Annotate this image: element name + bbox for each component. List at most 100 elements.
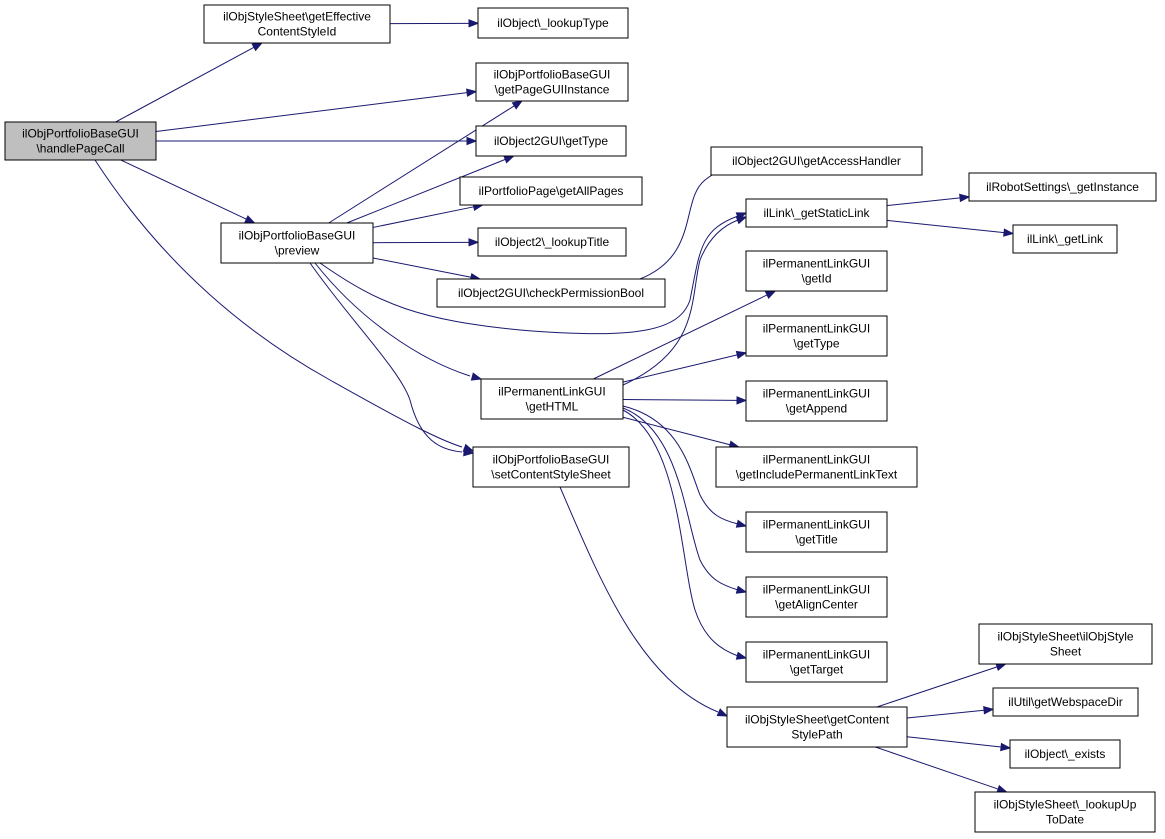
edge-getContentStylePath-to-ilObjStyleSheetCtor [876, 662, 1007, 708]
node-label-line: ilObject2GUI\checkPermissionBool [458, 286, 644, 300]
edge-getHTML-to-getIncludePermanentLinkText [622, 416, 741, 449]
edge-preview-to-getHTML [314, 262, 483, 381]
node-getTarget[interactable]: ilPermanentLinkGUI\getTarget [745, 641, 888, 683]
node-getHTML[interactable]: ilPermanentLinkGUI\getHTML [480, 378, 624, 420]
edge-preview-to-getPageGUIInstance [328, 100, 524, 224]
node-label-line: ilObject2GUI\getType [494, 134, 608, 148]
edge-line [346, 158, 506, 224]
node-label-line: ilObjPortfolioBaseGUI [494, 68, 611, 82]
edge-line [593, 294, 768, 380]
edge-line [876, 666, 998, 708]
edge-preview-to-lookupTitle [372, 238, 480, 247]
node-getId[interactable]: ilPermanentLinkGUI\getId [745, 250, 888, 292]
node-ilObjStyleSheetCtor[interactable]: ilObjStyleSheet\ilObjStyleSheet [978, 623, 1153, 665]
node-getAccessHandler[interactable]: ilObject2GUI\getAccessHandler [710, 146, 923, 176]
node-label-line: ilPortfolioPage\getAllPages [479, 184, 624, 198]
node-lookupType[interactable]: ilObject\_lookupType [477, 7, 629, 39]
node-getAllPages[interactable]: ilPortfolioPage\getAllPages [459, 176, 643, 206]
node-box [745, 641, 888, 683]
arrowhead [736, 396, 748, 405]
node-getTitle[interactable]: ilPermanentLinkGUI\getTitle [745, 511, 888, 553]
node-getIncludePermanentLinkText[interactable]: ilPermanentLinkGUI\getIncludePermanentLi… [715, 446, 918, 488]
node-getEffectiveContentStyleId[interactable]: ilObjStyleSheet\getEffectiveContentStyle… [203, 4, 391, 44]
node-preview[interactable]: ilObjPortfolioBaseGUI\preview [220, 222, 374, 264]
arrowhead [466, 136, 478, 146]
arrowhead [996, 784, 1008, 793]
edge-line [639, 165, 729, 280]
node-layer: ilObjPortfolioBaseGUI\handlePageCallilOb… [4, 4, 1157, 833]
edge-setContentStyleSheet-to-getContentStylePath [559, 486, 729, 717]
node-label-line: Sheet [1050, 645, 1082, 659]
node-box [745, 380, 888, 422]
arrowhead [251, 42, 264, 52]
node-getAlignCenter[interactable]: ilPermanentLinkGUI\getAlignCenter [745, 576, 888, 618]
edge-getHTML-to-getTypePL [622, 350, 748, 383]
node-getStaticLink[interactable]: ilLink\_getStaticLink [745, 198, 888, 228]
arrowhead [468, 19, 480, 28]
edge-line [622, 405, 739, 525]
node-getInstance[interactable]: ilRobotSettings\_getInstance [968, 172, 1157, 202]
node-box [726, 706, 908, 748]
edge-getHTML-to-getTarget [622, 409, 748, 660]
arrowhead [959, 193, 971, 203]
node-label-line: ilLink\_getStaticLink [763, 206, 870, 220]
node-label-line: ilPermanentLinkGUI [763, 387, 870, 401]
edge-preview-to-setContentStyleSheet [309, 262, 475, 457]
node-box [480, 378, 624, 420]
edge-getContentStylePath-to-getWebspaceDir [906, 706, 995, 719]
node-getAppend[interactable]: ilPermanentLinkGUI\getAppend [745, 380, 888, 422]
node-label-line: ilPermanentLinkGUI [763, 453, 870, 467]
node-box [745, 198, 888, 228]
edge-handlePageCall-to-getPageGUIInstance [155, 88, 478, 133]
edge-line [94, 159, 463, 448]
node-getTypePL[interactable]: ilPermanentLinkGUI\getType [745, 315, 888, 357]
node-lookupTitle[interactable]: ilObject2\_lookupTitle [477, 227, 627, 257]
edge-layer [94, 19, 1015, 793]
edge-handlePageCall-to-setContentStyleSheet [94, 159, 475, 452]
node-label-line: StylePath [791, 728, 842, 742]
node-getPageGUIInstance[interactable]: ilObjPortfolioBaseGUI\getPageGUIInstance [475, 62, 629, 102]
node-box [968, 172, 1157, 202]
node-getType2GUI[interactable]: ilObject2GUI\getType [475, 125, 627, 157]
node-getWebspaceDir[interactable]: ilUtil\getWebspaceDir [992, 687, 1139, 717]
node-label-line: ilObject2GUI\getAccessHandler [732, 154, 901, 168]
arrowhead [511, 100, 524, 110]
edge-getContentStylePath-to-lookupUpToDate [875, 746, 1008, 793]
edge-handlePageCall-to-preview [120, 159, 256, 224]
node-label-line: \preview [275, 244, 320, 258]
node-label-line: ilPermanentLinkGUI [763, 322, 870, 336]
node-label-line: \getAlignCenter [775, 598, 858, 612]
node-handlePageCall[interactable]: ilObjPortfolioBaseGUI\handlePageCall [4, 121, 157, 161]
node-box [220, 222, 374, 264]
node-label-line: ilPermanentLinkGUI [763, 648, 870, 662]
node-box [475, 125, 627, 157]
node-box [475, 62, 629, 102]
arrowhead [468, 238, 480, 247]
node-label-line: \getHTML [526, 400, 579, 414]
edge-line [115, 46, 255, 123]
node-label-line: \handlePageCall [36, 142, 124, 156]
node-exists[interactable]: ilObject\_exists [1009, 739, 1121, 769]
arrowhead [1000, 742, 1012, 752]
edge-getContentStylePath-to-exists [906, 736, 1012, 752]
edge-checkPermissionBool-to-getAccessHandler [639, 162, 738, 280]
edge-line [906, 736, 1002, 748]
edge-line [886, 219, 1005, 234]
node-box [992, 687, 1139, 717]
edge-getEffectiveContentStyleId-to-lookupType [389, 19, 480, 28]
node-box [745, 511, 888, 553]
edge-line [622, 407, 739, 591]
arrowhead [503, 155, 515, 164]
node-getLink[interactable]: ilLink\_getLink [1012, 224, 1118, 254]
edge-line [559, 486, 719, 713]
node-checkPermissionBool[interactable]: ilObject2GUI\checkPermissionBool [436, 278, 666, 308]
node-label-line: ilUtil\getWebspaceDir [1008, 695, 1123, 709]
node-label-line: \getTarget [790, 663, 844, 677]
node-label-line: ilObjStyleSheet\ilObjStyle [997, 630, 1133, 644]
edge-preview-to-getAllPages [372, 202, 484, 228]
node-setContentStyleSheet[interactable]: ilObjPortfolioBaseGUI\setContentStyleShe… [472, 446, 630, 488]
node-label-line: ilPermanentLinkGUI [763, 257, 870, 271]
